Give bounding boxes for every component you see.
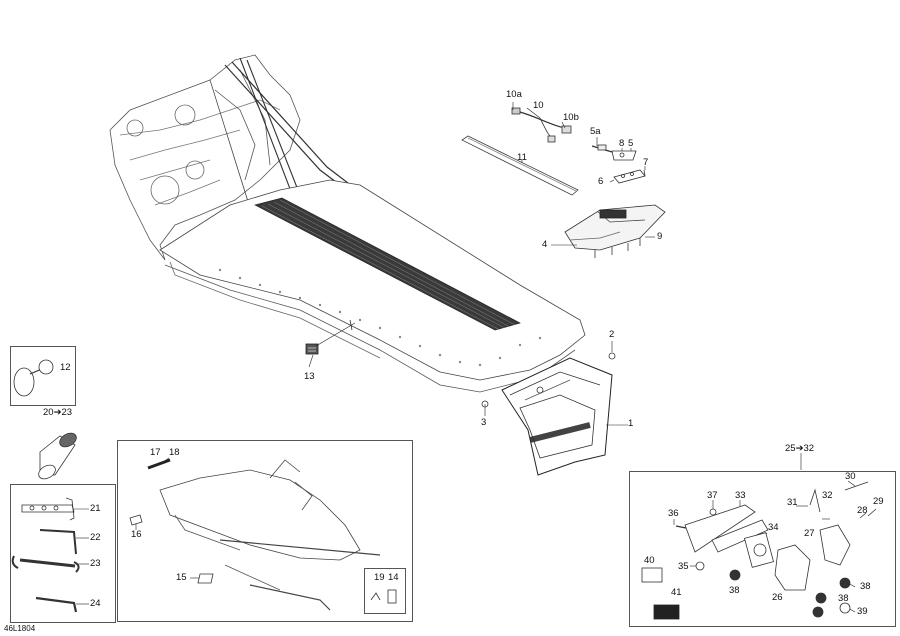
callout-2: 2 (609, 329, 615, 340)
callout-18: 18 (169, 447, 180, 458)
part-13-clip (305, 343, 319, 355)
tool-23-open-wrench (11, 555, 80, 573)
callout-12: 12 (60, 362, 71, 373)
tool-kit-box (10, 484, 116, 623)
callout-34: 34 (768, 522, 779, 533)
callout-30: 30 (845, 471, 856, 482)
callout-23: 23 (90, 558, 101, 569)
chassis-frame (109, 54, 586, 393)
callout-38-b: 38 (860, 581, 871, 592)
callout-15: 15 (176, 572, 187, 583)
part-17-18-decal-strip (147, 458, 171, 470)
part-20-tool-tube (38, 432, 77, 480)
callout-29: 29 (873, 496, 884, 507)
diagram-id: 46L1804 (4, 624, 36, 633)
callout-4: 4 (542, 239, 548, 250)
part-1-snow-flap (501, 357, 613, 476)
callout-1: 1 (628, 418, 634, 429)
hitch-assembly (641, 481, 877, 620)
part-16-bracket (129, 514, 143, 526)
callout-37: 37 (707, 490, 718, 501)
callout-41: 41 (671, 587, 682, 598)
callout-5: 5 (628, 138, 634, 149)
callout-10a: 10a (506, 89, 522, 100)
hitch-box (629, 471, 896, 627)
callout-36: 36 (668, 508, 679, 519)
part-14-19-decals (370, 589, 397, 604)
callout-33: 33 (735, 490, 746, 501)
callout-19: 19 (374, 572, 385, 583)
decal-box (364, 568, 406, 614)
callout-38-a: 38 (729, 585, 740, 596)
tool-24-hex-key (35, 596, 78, 613)
callout-11: 11 (517, 152, 527, 163)
part-4-taillight (564, 204, 666, 258)
callout-20-23: 20➔23 (43, 407, 73, 418)
part-2-nut (608, 352, 616, 360)
callout-10: 10 (533, 100, 544, 111)
callout-39: 39 (857, 606, 868, 617)
callout-13: 13 (304, 371, 315, 382)
part-10-harness (511, 107, 572, 143)
callout-27: 27 (804, 528, 815, 539)
tool-22-hex-key (39, 529, 77, 555)
part-11-strip (461, 135, 579, 196)
callout-21: 21 (90, 503, 101, 514)
callout-6: 6 (598, 176, 604, 187)
callout-10b: 10b (563, 112, 579, 123)
callout-5a: 5a (590, 126, 601, 137)
callout-8: 8 (619, 138, 625, 149)
callout-3: 3 (481, 417, 487, 428)
callout-40: 40 (644, 555, 655, 566)
callout-7: 7 (643, 157, 649, 168)
callout-16: 16 (131, 529, 142, 540)
callout-14: 14 (388, 572, 399, 583)
callout-32: 32 (822, 490, 833, 501)
part-15-plate (197, 573, 214, 584)
callout-24: 24 (90, 598, 101, 609)
callout-9: 9 (657, 231, 663, 242)
callout-38-c: 38 (838, 593, 849, 604)
part-12-mirror (13, 359, 54, 397)
snowmobile-overview (159, 459, 381, 611)
callout-35: 35 (678, 561, 689, 572)
callout-17: 17 (150, 447, 161, 458)
snowmobile-box (117, 440, 413, 622)
callout-22: 22 (90, 532, 101, 543)
callout-26: 26 (772, 592, 783, 603)
callout-28: 28 (857, 505, 868, 516)
mirror-box (10, 346, 76, 406)
callout-31: 31 (787, 497, 798, 508)
callout-25-32: 25➔32 (785, 443, 815, 454)
tool-21-wrench-plate (21, 497, 75, 521)
part-5-6-7-8-hardware (591, 144, 646, 184)
